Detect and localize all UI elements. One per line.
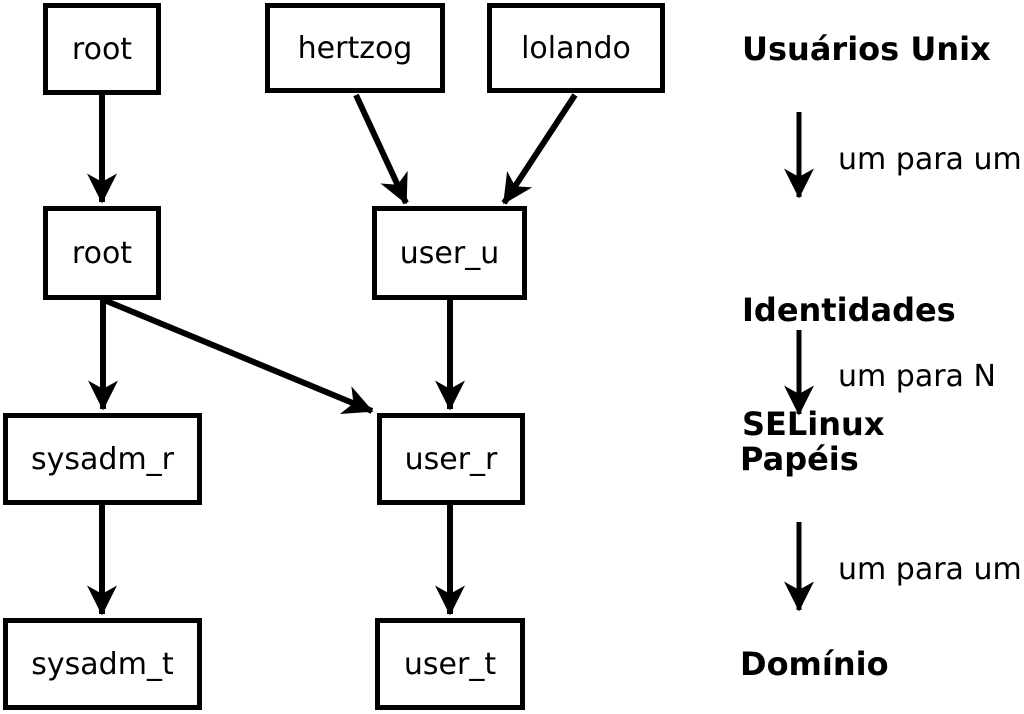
edge-hertzog-to-user-u [353, 93, 409, 205]
node-user-t: user_t [375, 618, 525, 710]
node-user-u: user_u [372, 206, 527, 300]
legend-one-to-n: um para N [838, 359, 996, 394]
node-root-selinux-label: root [71, 235, 133, 271]
legend-domain: Domínio [740, 645, 889, 683]
node-hertzog-label: hertzog [297, 30, 413, 66]
node-root-unix: root [43, 3, 161, 95]
legend-roles: Papéis [740, 440, 859, 478]
node-sysadm-t-label: sysadm_t [31, 646, 174, 682]
legend-selinux-identities-line1: Identidades [742, 291, 956, 329]
node-user-u-label: user_u [399, 235, 500, 271]
node-user-r: user_r [377, 413, 525, 505]
node-lolando: lolando [487, 3, 665, 93]
edge-root-selinux-to-user-r [102, 297, 374, 414]
node-hertzog: hertzog [265, 3, 445, 93]
legend-unix-users: Usuários Unix [742, 30, 991, 68]
edge-lolando-to-user-u [501, 93, 578, 205]
node-sysadm-r-label: sysadm_r [31, 441, 174, 477]
legend-one-to-one-2: um para um [838, 552, 1022, 587]
legend-selinux-identities: Identidades SELinux [742, 215, 956, 519]
node-user-r-label: user_r [404, 441, 498, 477]
node-lolando-label: lolando [521, 30, 631, 66]
node-root-selinux: root [43, 206, 161, 300]
legend-selinux-identities-line2: SELinux [742, 405, 885, 443]
node-user-t-label: user_t [403, 646, 497, 682]
node-root-unix-label: root [71, 31, 133, 67]
legend-one-to-one-1: um para um [838, 142, 1022, 177]
node-sysadm-t: sysadm_t [3, 618, 202, 710]
node-sysadm-r: sysadm_r [3, 413, 202, 505]
